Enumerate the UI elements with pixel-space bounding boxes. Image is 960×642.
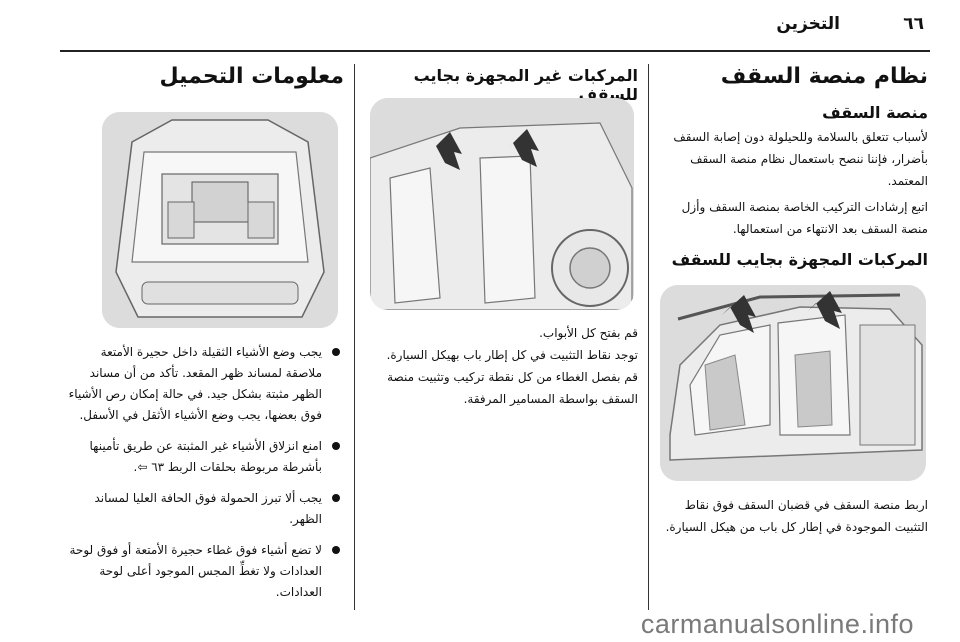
arrow-up-icon — [722, 295, 756, 333]
arrow-up-icon — [505, 129, 539, 167]
section-title-loading: معلومات التحميل — [159, 64, 344, 89]
subsection-title: منصة السقف — [822, 103, 928, 122]
heading-with-rails: المركبات المجهزة بجايب للسقف — [671, 250, 928, 269]
column-loading-info: معلومات التحميل — [66, 64, 344, 89]
bullet-dot — [332, 546, 340, 554]
loading-bullets-block: يجب وضع الأشياء الثقيلة داخل حجيرة الأمت… — [66, 342, 344, 613]
bullet-dot — [332, 348, 340, 356]
step-remove-covers: قم بفصل الغطاء من كل نقطة تركيب وتثبيت م… — [387, 370, 638, 406]
illustration-car-without-rails — [370, 98, 634, 310]
section-title-roof-rack: نظام منصة السقف — [720, 64, 928, 89]
trunk-cargo-illustration — [102, 112, 338, 328]
paragraph-safety: لأسباب تتعلق بالسلامة وللحيلولة دون إصاب… — [673, 130, 928, 188]
car-doors-open-illustration — [370, 98, 634, 310]
list-item: امنع انزلاق الأشياء غير المثبتة عن طريق … — [66, 436, 344, 478]
middle-text-block: قم بفتح كل الأبواب. توجد نقاط التثبيت في… — [366, 322, 638, 410]
list-item: يجب وضع الأشياء الثقيلة داخل حجيرة الأمت… — [66, 342, 344, 426]
header-title: التخزين — [776, 14, 840, 34]
paragraph-instructions: اتبع إرشادات التركيب الخاصة بمنصة السقف … — [681, 200, 928, 236]
list-item: يجب ألا تبرز الحمولة فوق الحافة العليا ل… — [66, 488, 344, 530]
bullet-dot — [332, 442, 340, 450]
bullet-dot — [332, 494, 340, 502]
arrow-up-icon — [808, 291, 842, 329]
loading-bullet-list: يجب وضع الأشياء الثقيلة داخل حجيرة الأمت… — [66, 342, 344, 603]
caption-attach-rack: اربط منصة السقف في قضبان السقف فوق نقاط … — [665, 498, 928, 534]
column-divider-left — [354, 64, 355, 610]
step-anchor-points: توجد نقاط التثبيت في كل إطار باب بهيكل ا… — [386, 348, 638, 362]
column-roof-rack: نظام منصة السقف منصة السقف لأسباب تتعلق … — [660, 64, 928, 269]
header-rule — [60, 50, 930, 52]
page-header: ٦٦ التخزين — [0, 0, 960, 44]
step-open-doors: قم بفتح كل الأبواب. — [539, 326, 638, 340]
list-item: لا تضع أشياء فوق غطاء حجيرة الأمتعة أو ف… — [66, 540, 344, 603]
car-side-open-doors-illustration — [660, 285, 926, 481]
arrow-up-icon — [428, 132, 462, 170]
column-divider-right — [648, 64, 649, 610]
illustration-loaded-trunk — [102, 112, 338, 328]
page-number: ٦٦ — [903, 14, 924, 34]
illustration-car-with-roof-rails — [660, 285, 926, 481]
watermark: carmanualsonline.info — [640, 609, 914, 639]
